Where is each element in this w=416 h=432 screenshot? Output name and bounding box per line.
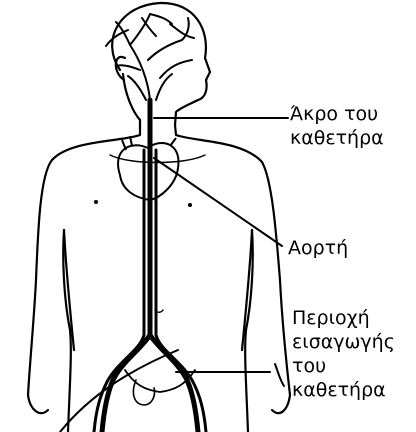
label-aorta: Αορτή — [288, 236, 348, 260]
label-insertion-line-1: Περιοχή — [292, 306, 395, 330]
pointer-lines — [154, 118, 288, 386]
label-insertion-line-2: εισαγωγής — [292, 330, 395, 354]
label-insertion-site: Περιοχή εισαγωγής του καθετήρα — [292, 306, 395, 402]
body-outline — [28, 3, 290, 432]
label-catheter-tip-line-2: καθετήρα — [290, 126, 384, 150]
head-outline — [112, 3, 210, 125]
label-catheter-tip: Άκρο του καθετήρα — [290, 102, 384, 150]
label-catheter-tip-line-1: Άκρο του — [290, 102, 384, 126]
label-insertion-line-3: του — [292, 354, 395, 378]
catheter — [60, 100, 198, 432]
pointer-aorta — [154, 158, 282, 246]
label-insertion-line-4: καθετήρα — [292, 378, 395, 402]
